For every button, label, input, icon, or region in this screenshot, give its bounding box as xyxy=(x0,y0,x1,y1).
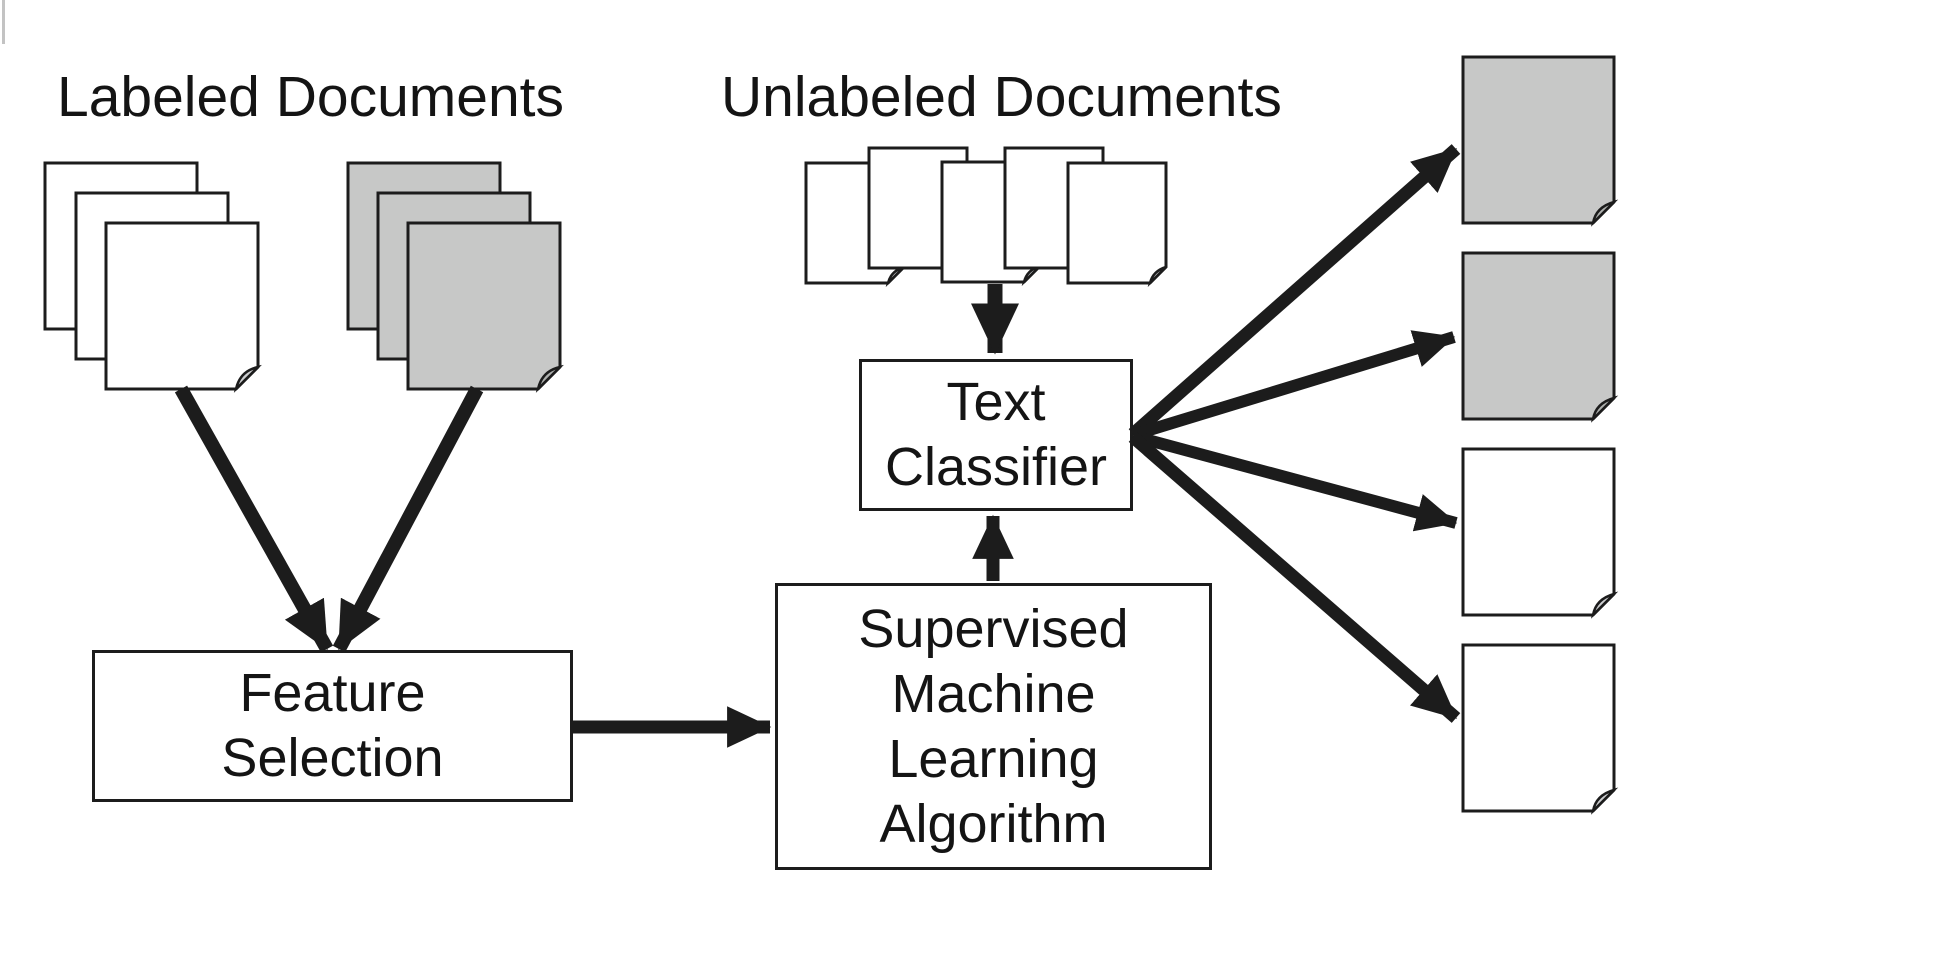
gray-doc-front-fold-icon xyxy=(535,364,564,393)
output-doc-3-fold-icon xyxy=(1591,591,1619,619)
unlabeled-doc-3-icon xyxy=(940,160,1042,284)
white-doc-front-fold-icon xyxy=(233,364,262,393)
output-doc-3-white-icon xyxy=(1461,447,1616,617)
white-doc-back-icon xyxy=(43,161,199,331)
unlabeled-doc-5-icon xyxy=(1066,161,1168,285)
gray-doc-middle-icon xyxy=(376,191,532,361)
unlabeled-doc-2-icon xyxy=(867,146,969,270)
output-doc-2-gray-icon xyxy=(1461,251,1616,421)
output-doc-1-gray-icon xyxy=(1461,55,1616,225)
labeled-gray-documents-icon xyxy=(346,161,564,393)
output-doc-4-fold-icon xyxy=(1591,787,1619,815)
labeled-white-documents-icon xyxy=(43,161,262,393)
white-doc-middle-fold-icon xyxy=(203,334,232,363)
feature-selection-box: Feature Selection xyxy=(92,650,573,802)
white-doc-front-icon xyxy=(104,221,260,391)
labeled-documents-heading: Labeled Documents xyxy=(57,65,564,129)
output-doc-2-fold-icon xyxy=(1591,395,1619,423)
gray-doc-middle-fold-icon xyxy=(505,334,534,363)
unlabeled-documents-heading: Unlabeled Documents xyxy=(721,65,1282,129)
arrow-classifier-to-output-doc-1 xyxy=(1128,144,1461,439)
output-doc-4-white-icon xyxy=(1461,643,1616,813)
unlabeled-doc-4-icon xyxy=(1003,146,1105,270)
gray-doc-back-icon xyxy=(346,161,502,331)
white-doc-back-fold-icon xyxy=(172,304,201,333)
output-doc-1-fold-icon xyxy=(1591,199,1619,227)
arrow-classifier-to-output-doc-3 xyxy=(1131,430,1458,532)
unlabeled-documents-icon xyxy=(804,146,1168,288)
unlabeled-doc-3-fold-icon xyxy=(1021,264,1041,287)
output-documents-icon xyxy=(1461,55,1619,815)
arrow-classifier-to-output-doc-2 xyxy=(1131,330,1456,441)
gray-doc-front-icon xyxy=(406,221,562,391)
unlabeled-doc-2-fold-icon xyxy=(948,250,968,273)
page-edge-artifact xyxy=(2,0,5,44)
unlabeled-doc-1-fold-icon xyxy=(885,265,905,288)
unlabeled-doc-4-fold-icon xyxy=(1084,250,1104,273)
text-classifier-box: Text Classifier xyxy=(859,359,1133,511)
arrow-gray-stack-to-feature-selection xyxy=(332,385,484,653)
white-doc-middle-icon xyxy=(74,191,230,361)
gray-doc-back-fold-icon xyxy=(475,304,504,333)
unlabeled-doc-5-fold-icon xyxy=(1147,265,1167,288)
unlabeled-doc-1-icon xyxy=(804,161,906,285)
arrow-white-stack-to-feature-selection xyxy=(174,385,334,653)
supervised-ml-algorithm-box: Supervised Machine Learning Algorithm xyxy=(775,583,1212,870)
